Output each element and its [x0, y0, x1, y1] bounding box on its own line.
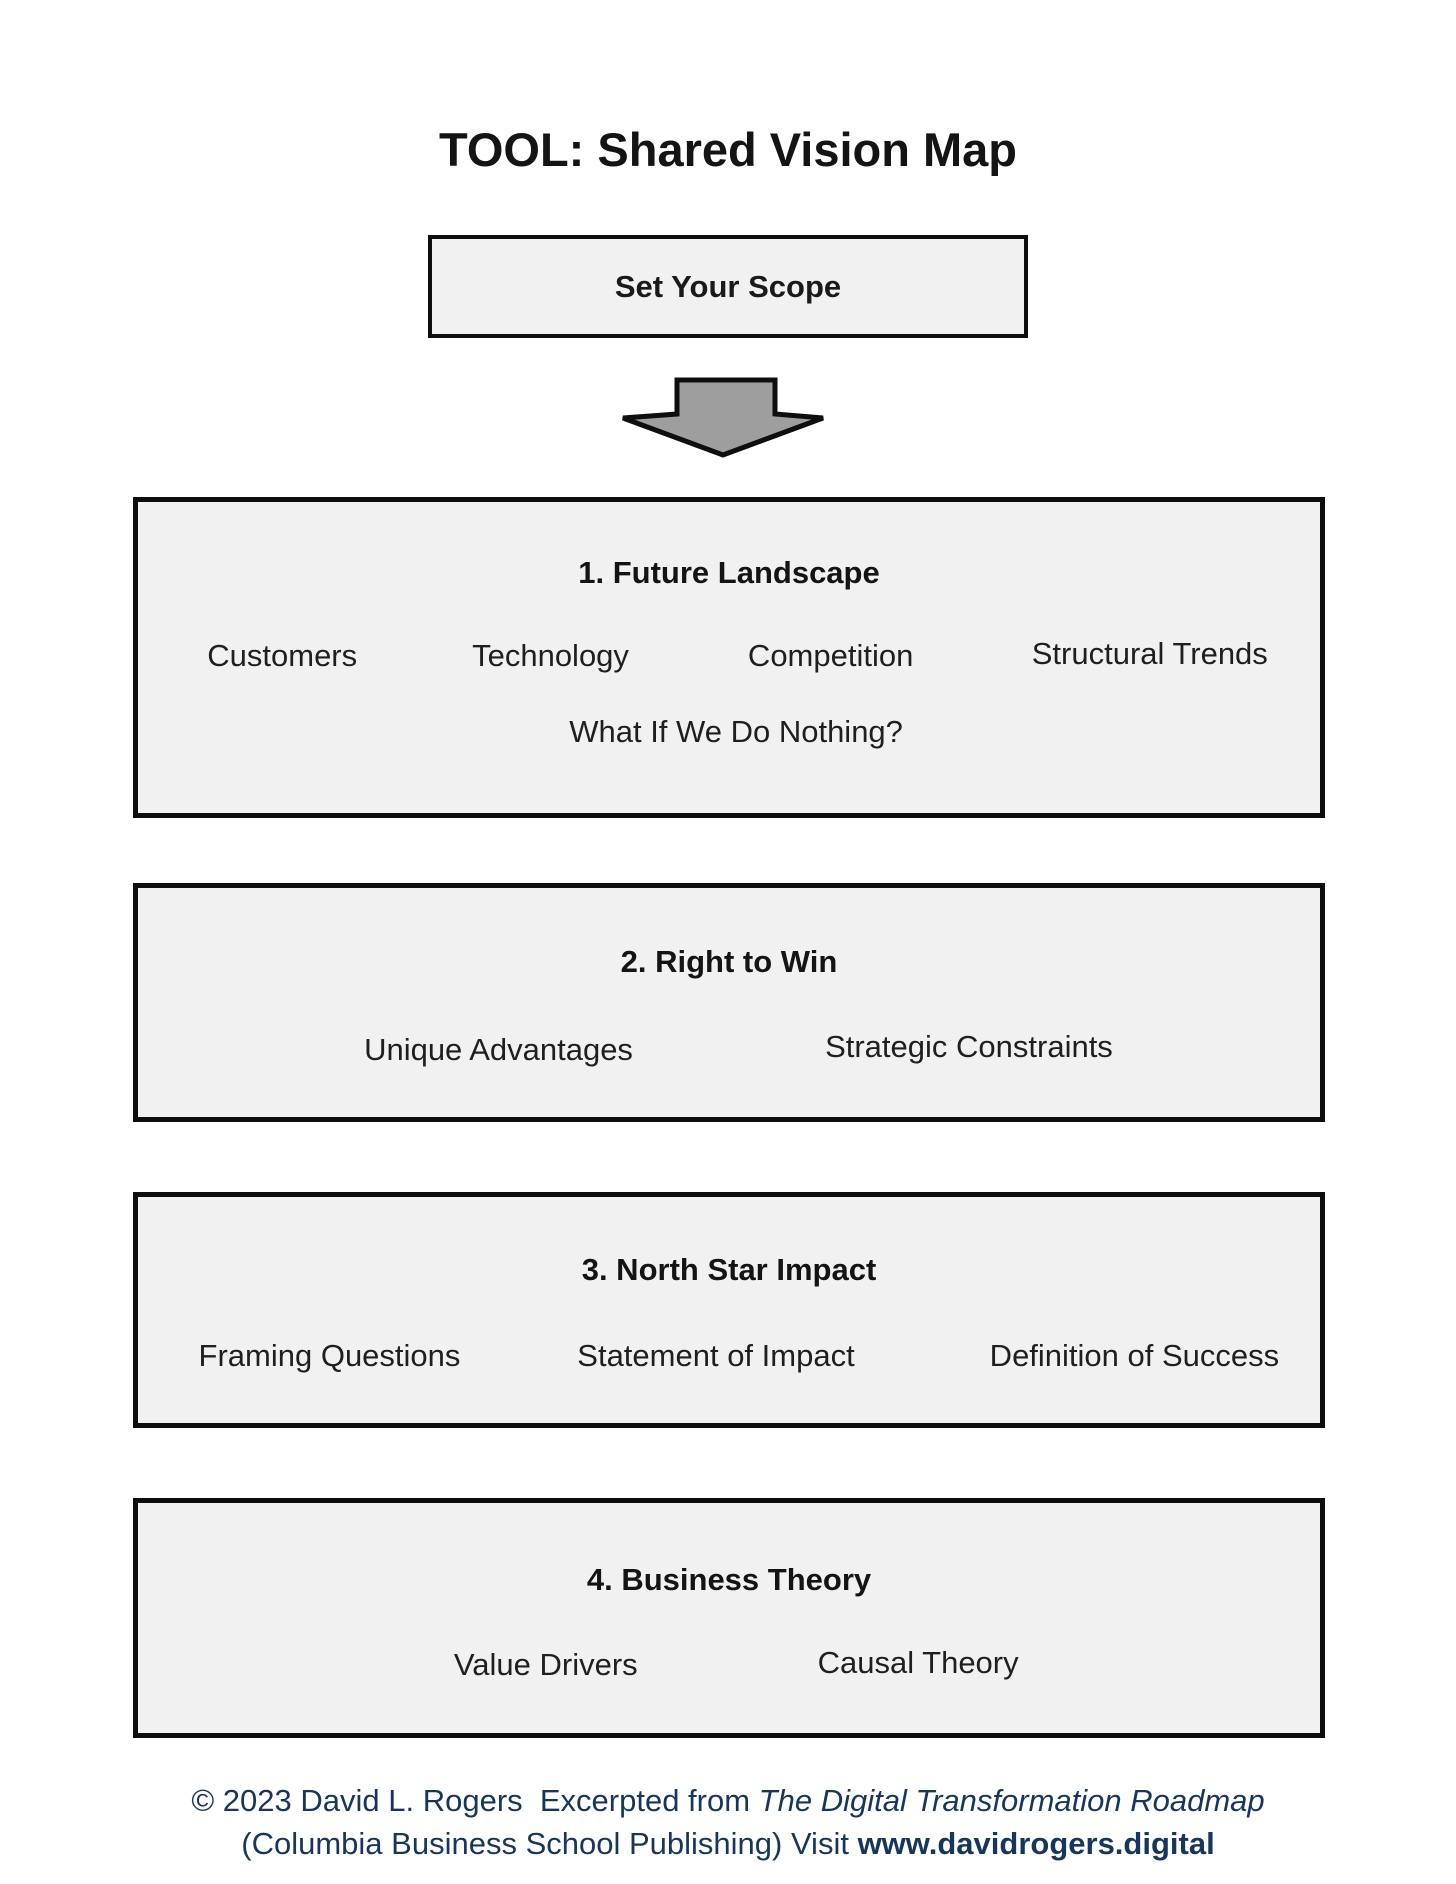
- set-your-scope-box: Set Your Scope: [428, 235, 1028, 338]
- footer-website-url: www.davidrogers.digital: [857, 1826, 1215, 1861]
- footer-publisher-text: (Columbia Business School Publishing) Vi…: [241, 1826, 858, 1861]
- item-unique-advantages: Unique Advantages: [364, 1032, 633, 1067]
- section-right-to-win: 2. Right to Win Unique Advantages Strate…: [133, 883, 1325, 1122]
- section-north-star-impact: 3. North Star Impact Framing Questions S…: [133, 1192, 1325, 1428]
- footer-credit: © 2023 David L. Rogers Excerpted from Th…: [0, 1779, 1456, 1865]
- item-definition-of-success: Definition of Success: [989, 1338, 1280, 1373]
- section-business-theory: 4. Business Theory Value Drivers Causal …: [133, 1498, 1325, 1738]
- set-your-scope-label: Set Your Scope: [614, 268, 842, 304]
- down-arrow-icon: [622, 377, 824, 458]
- item-what-if-we-do-nothing: What If We Do Nothing?: [569, 714, 903, 749]
- footer-line-2: (Columbia Business School Publishing) Vi…: [0, 1822, 1456, 1865]
- section-title-business-theory: 4. Business Theory: [586, 1562, 872, 1597]
- item-competition: Competition: [747, 638, 914, 673]
- item-causal-theory: Causal Theory: [817, 1645, 1019, 1680]
- section-title-north-star-impact: 3. North Star Impact: [581, 1252, 877, 1287]
- section-title-future-landscape: 1. Future Landscape: [578, 555, 880, 590]
- footer-book-title: The Digital Transformation Roadmap: [758, 1783, 1265, 1818]
- item-statement-of-impact: Statement of Impact: [577, 1338, 855, 1373]
- page-title: TOOL: Shared Vision Map: [438, 123, 1018, 176]
- footer-line-1: © 2023 David L. Rogers Excerpted from Th…: [0, 1779, 1456, 1822]
- item-value-drivers: Value Drivers: [453, 1647, 638, 1682]
- section-future-landscape: 1. Future Landscape Customers Technology…: [133, 497, 1325, 818]
- item-strategic-constraints: Strategic Constraints: [825, 1029, 1113, 1064]
- item-customers: Customers: [207, 638, 358, 673]
- item-structural-trends: Structural Trends: [1031, 636, 1268, 671]
- item-technology: Technology: [472, 638, 629, 673]
- item-framing-questions: Framing Questions: [198, 1338, 461, 1373]
- section-title-right-to-win: 2. Right to Win: [620, 944, 838, 979]
- footer-copyright-text: © 2023 David L. Rogers Excerpted from: [191, 1783, 759, 1818]
